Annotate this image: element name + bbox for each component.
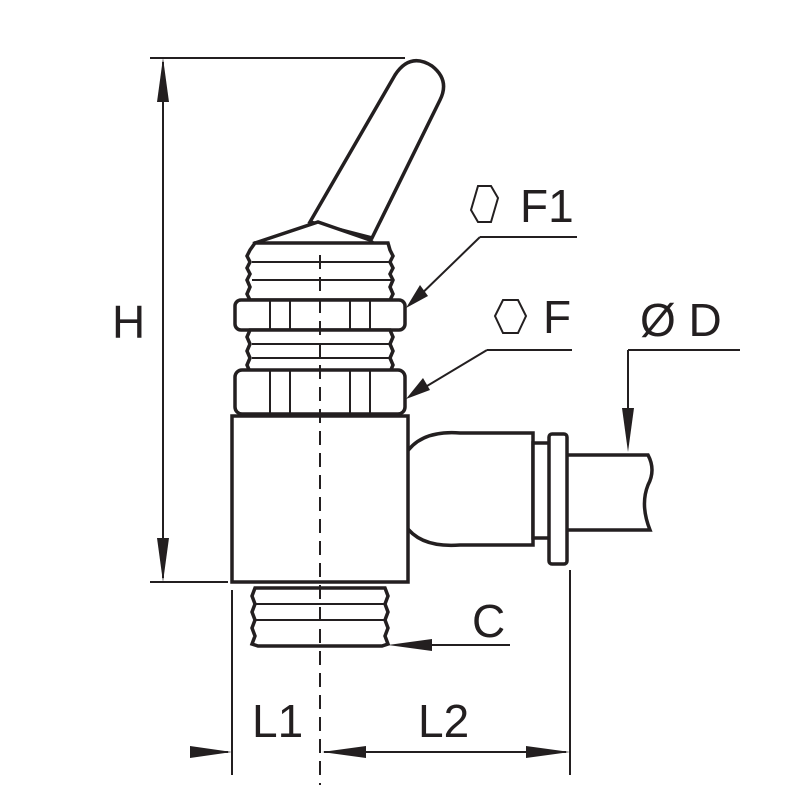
hexagon-icon [493,299,528,334]
push-in-collet [531,432,569,566]
dimension-h-label: H [112,296,145,348]
leader-thread [388,639,510,651]
leader-f [406,349,572,399]
lever-handle [307,58,446,241]
leader-tube-diameter [622,349,740,452]
tube [567,453,654,532]
dimension-l1-label: L1 [252,695,303,747]
leader-f1 [406,236,577,308]
hex-f1-label: F1 [520,180,574,232]
thread-label: C [472,595,505,647]
dimension-l2 [322,746,570,758]
dimension-h [150,57,405,583]
hex-f-label: F [543,291,571,343]
tube-diameter-label: Ø D [640,294,722,346]
side-outlet [397,430,535,548]
dimension-l1 [190,746,232,758]
hexagon-icon [469,185,500,223]
dimension-l2-label: L2 [418,695,469,747]
upper-thread [245,241,395,302]
